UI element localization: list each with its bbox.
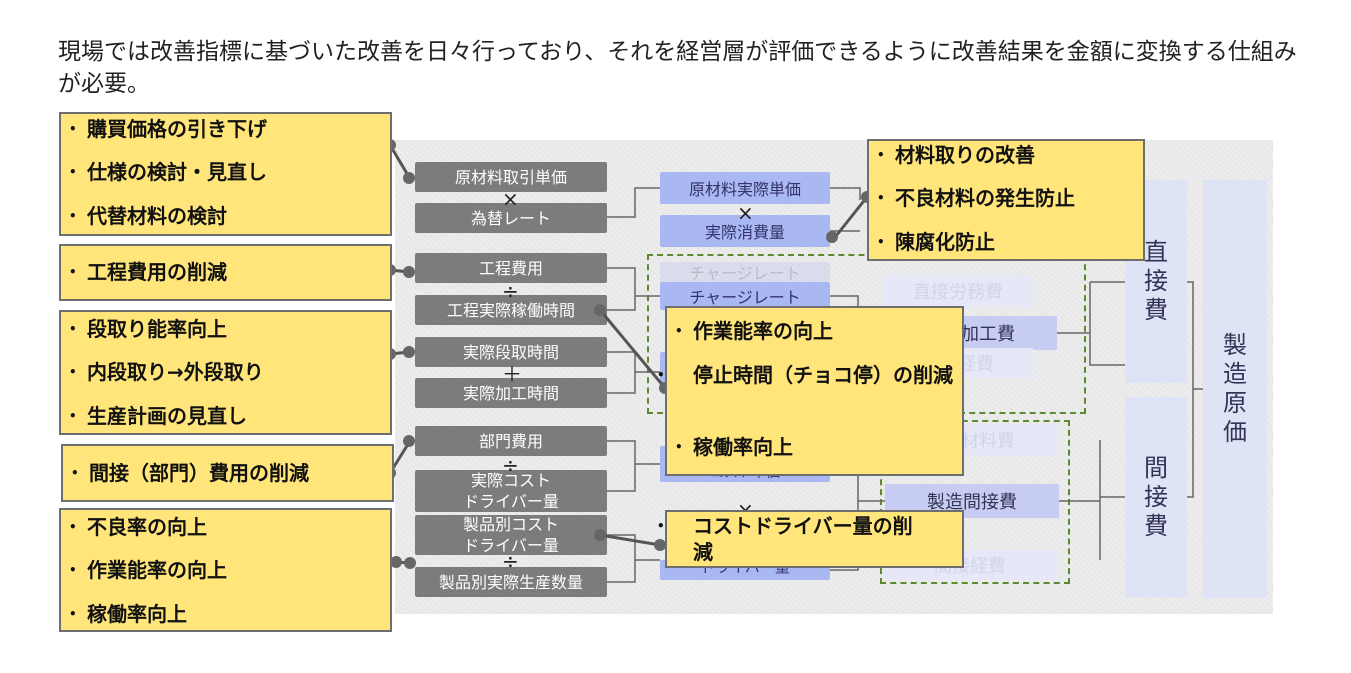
list-item: 停止時間（チョコ停）の削減 <box>675 362 956 388</box>
list-item: 材料取りの改善 <box>877 142 1137 168</box>
list-item: 陳腐化防止 <box>877 229 1137 255</box>
list-item: 作業能率の向上 <box>675 318 956 344</box>
charge-rate-box: チャージレート <box>660 282 830 310</box>
improvement-box-indirect: 間接（部門）費用の削減 <box>61 444 394 502</box>
process-cost-box: 工程費用 <box>415 253 607 283</box>
process-hours-box: 工程実際稼働時間 <box>415 295 607 325</box>
multiply-operator-2: × <box>737 201 754 225</box>
list-item: 購買価格の引き下げ <box>69 116 384 142</box>
material-consumption-box: 実際消費量 <box>660 215 830 247</box>
divide-operator-2: ÷ <box>502 453 519 477</box>
indirect-cost-label: 間 接 費 <box>1125 397 1187 597</box>
dept-cost-box: 部門費用 <box>415 426 607 456</box>
improvement-box-quality: 不良率の向上 作業能率の向上 稼働率向上 <box>59 508 392 632</box>
improvement-box-material: 材料取りの改善 不良材料の発生防止 陳腐化防止 <box>867 139 1145 261</box>
list-item: 稼働率向上 <box>69 601 384 627</box>
improvement-box-process-cost: 工程費用の削減 <box>59 244 392 301</box>
multiply-operator-1: × <box>502 187 519 211</box>
setup-time-box: 実際段取時間 <box>415 337 607 367</box>
list-item: 稼働率向上 <box>675 434 956 460</box>
exchange-rate-box: 為替レート <box>415 203 607 233</box>
improvement-box-purchasing: 購買価格の引き下げ 仕様の検討・見直し 代替材料の検討 <box>59 112 392 236</box>
material-unit-price-box: 原材料実際単価 <box>660 172 830 204</box>
improvement-box-setup: 段取り能率向上 内段取り→外段取り 生産計画の見直し <box>59 310 392 435</box>
list-item: 工程費用の削減 <box>69 259 384 285</box>
list-item: 不良率の向上 <box>69 514 384 540</box>
list-item: 段取り能率向上 <box>69 316 384 342</box>
divide-operator-3: ÷ <box>502 549 519 573</box>
product-quantity-box: 製品別実際生産数量 <box>415 567 607 597</box>
list-item: 生産計画の見直し <box>69 403 384 429</box>
manufacturing-cost-label: 製 造 原 価 <box>1203 180 1267 598</box>
plus-operator: ＋ <box>502 362 522 386</box>
list-item: コストドライバー量の削減 <box>675 513 923 565</box>
list-item: 間接（部門）費用の削減 <box>71 460 386 486</box>
divide-operator-1: ÷ <box>502 279 519 303</box>
improvement-box-operation: 作業能率の向上 停止時間（チョコ停）の削減 稼働率向上 <box>665 306 964 476</box>
page-title: 現場では改善指標に基づいた改善を日々行っており、それを経営層が評価できるように改… <box>58 39 1297 97</box>
charge-rate-ghost-box: チャージレート <box>660 262 830 282</box>
list-item: 作業能率の向上 <box>69 557 384 583</box>
list-item: 仕様の検討・見直し <box>69 159 384 185</box>
material-price-box: 原材料取引単価 <box>415 162 607 192</box>
improvement-box-cost-driver: コストドライバー量の削減 <box>665 510 964 568</box>
indirect-cost-group <box>880 420 1070 584</box>
list-item: 代替材料の検討 <box>69 203 384 229</box>
list-item: 内段取り→外段取り <box>69 359 384 385</box>
actual-cost-driver-box: 実際コスト ドライバー量 <box>415 470 607 512</box>
list-item: 不良材料の発生防止 <box>877 185 1137 211</box>
direct-labor-box: 直接労務費 <box>883 275 1033 307</box>
product-cost-driver-box: 製品別コスト ドライバー量 <box>415 515 607 555</box>
machining-time-box: 実際加工時間 <box>415 378 607 408</box>
